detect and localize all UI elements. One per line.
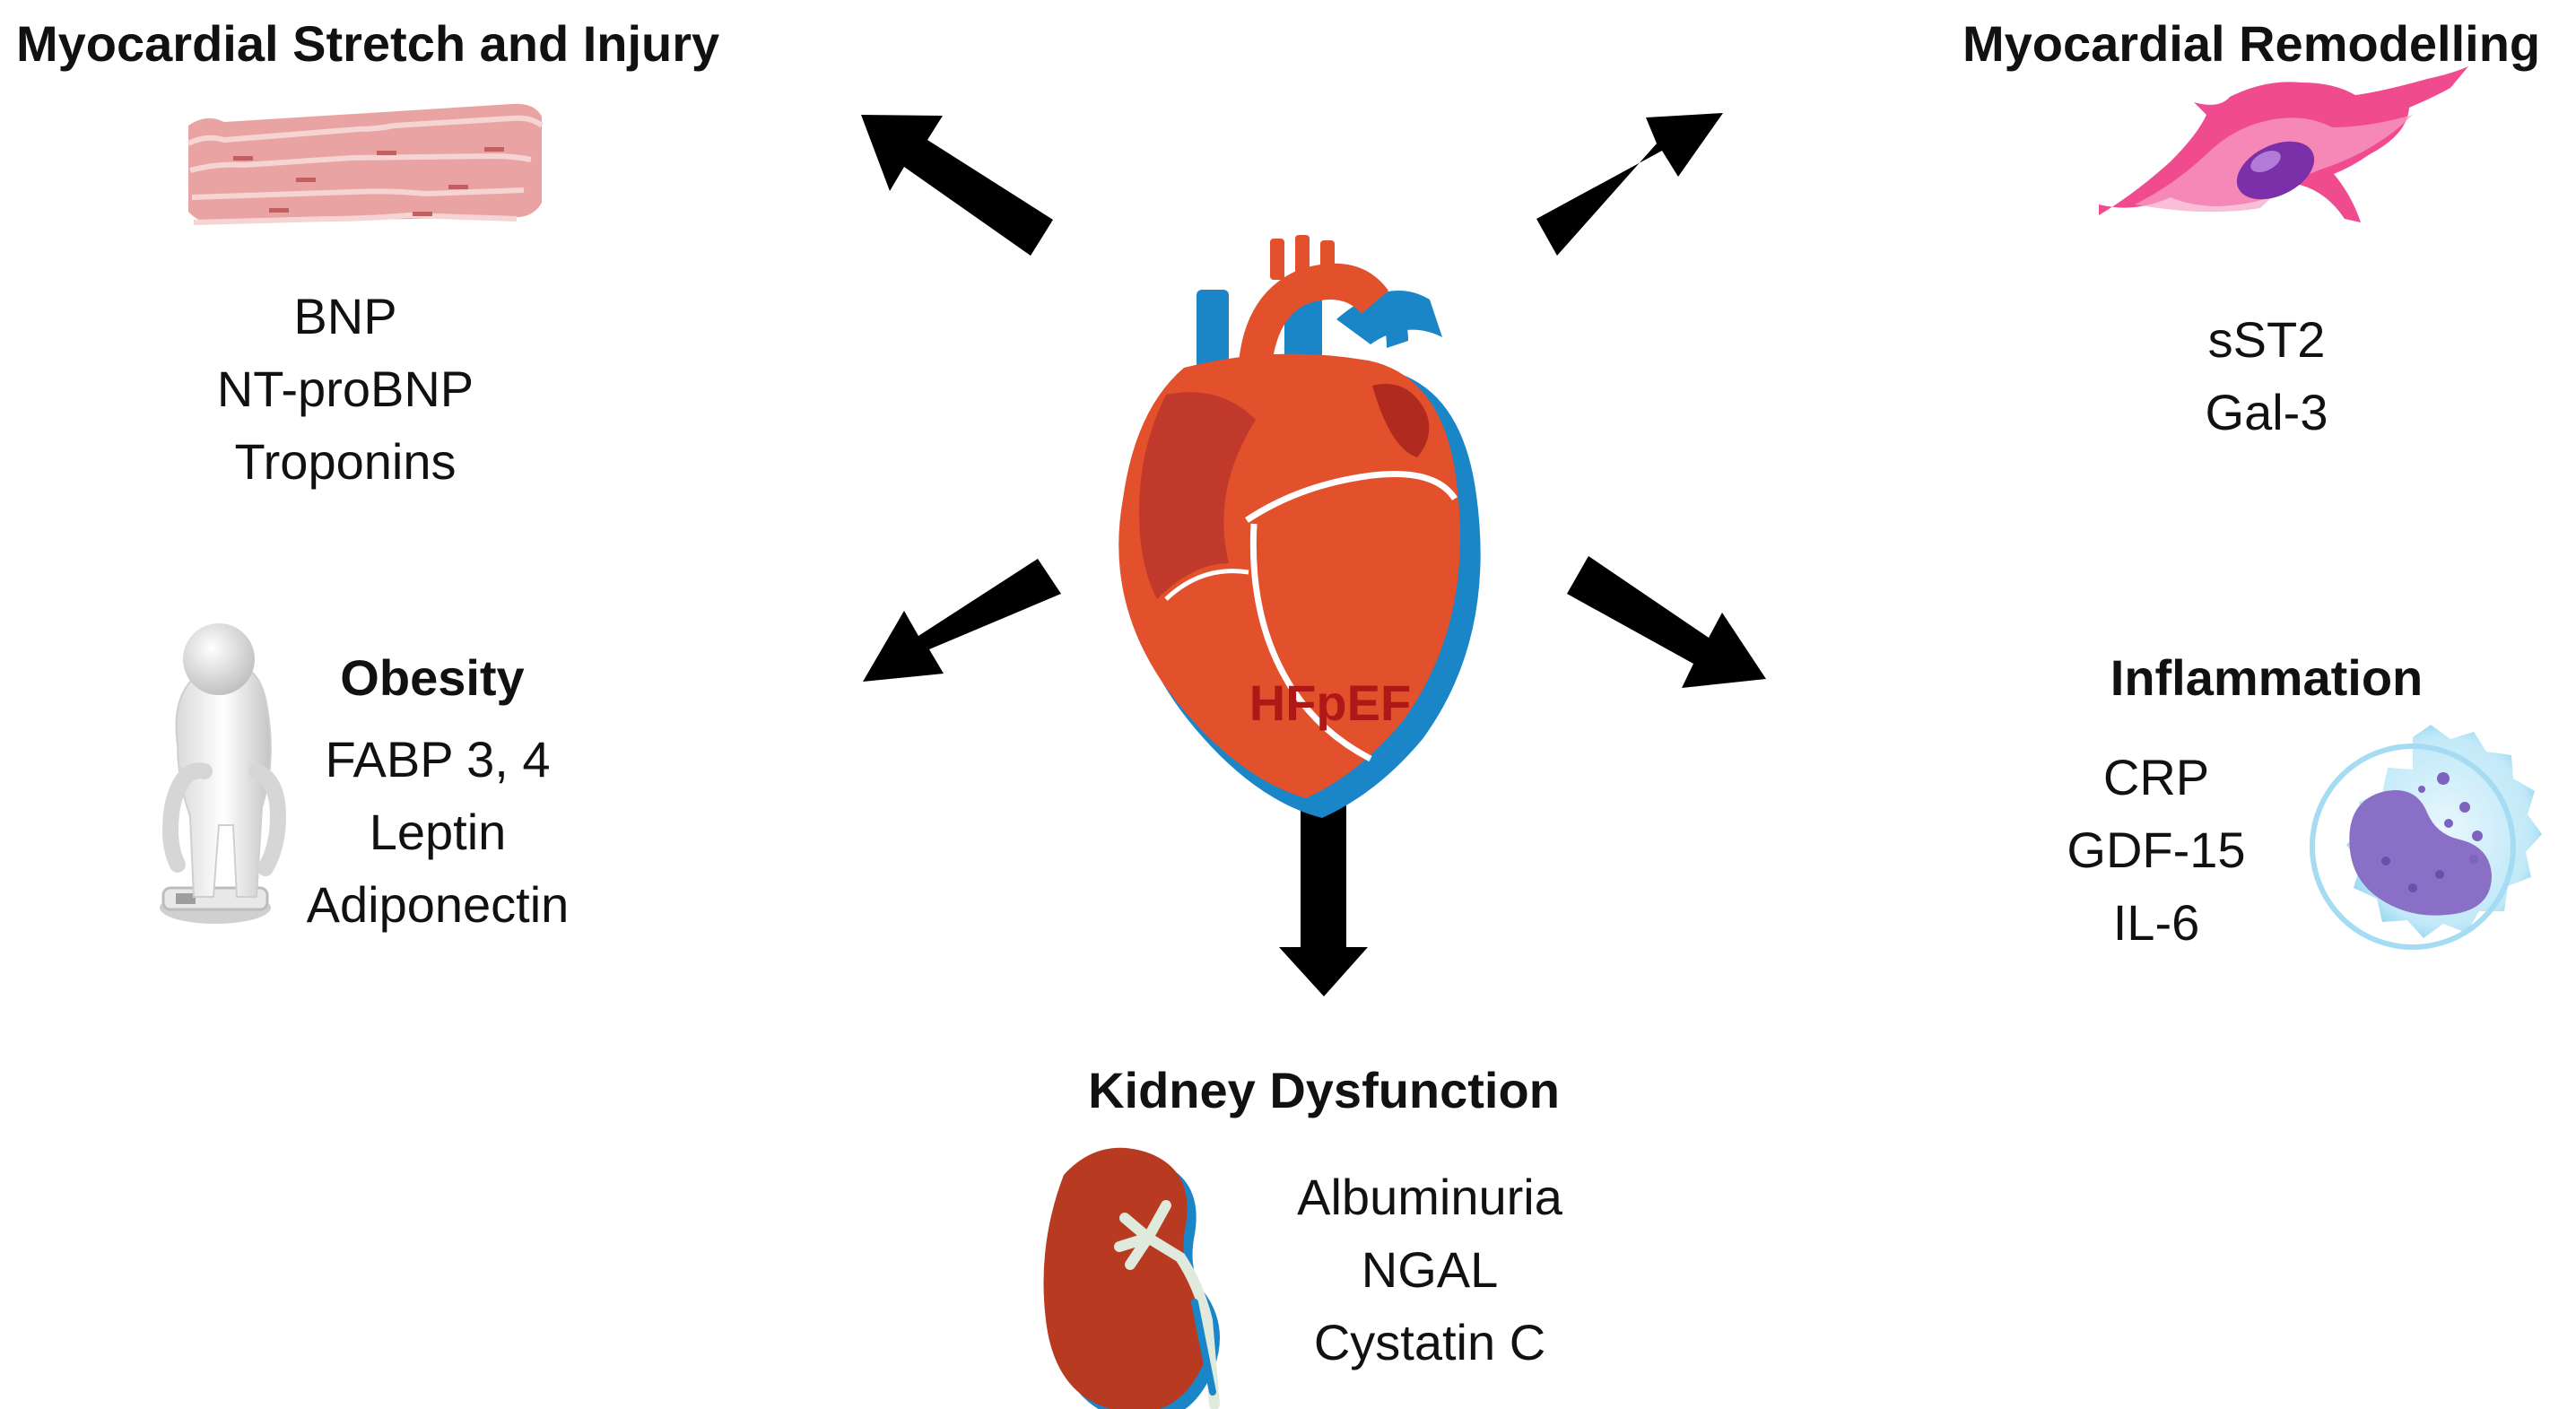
obesity-marker-1: FABP 3, 4 [325,731,550,787]
kidney-marker-1: Albuminuria [1297,1169,1563,1225]
inflammation-marker-1: CRP [2103,749,2209,805]
muscle-fiber-icon [187,103,544,225]
arrow-to-obesity [863,559,1061,682]
inflammation-title: Inflammation [2110,649,2423,706]
arrows [861,113,1766,996]
kidney-marker-3: Cystatin C [1314,1314,1545,1370]
immune-cell-icon [2310,725,2542,950]
remodelling-marker-1: sST2 [2208,311,2326,368]
kidney-marker-2: NGAL [1362,1241,1499,1298]
stretch-marker-2: NT-proBNP [217,361,474,417]
inflammation-marker-2: GDF-15 [2067,822,2245,878]
remodelling-title: Myocardial Remodelling [1962,15,2540,72]
kidney-title: Kidney Dysfunction [1088,1062,1560,1118]
stretch-marker-3: Troponins [235,433,457,490]
arrow-to-myocardial-remodelling [1536,113,1723,256]
arrow-to-inflammation [1567,556,1766,688]
group-myocardial-stretch: Myocardial Stretch and Injury BNP NT-pro… [16,15,719,490]
group-inflammation: Inflammation CRP GDF-15 IL-6 [2067,649,2542,951]
stretch-marker-1: BNP [293,288,396,344]
person-on-scale-icon [160,623,287,924]
fibroblast-cell-icon [2099,66,2468,222]
remodelling-marker-2: Gal-3 [2206,384,2328,440]
kidney-icon [1043,1147,1220,1409]
arrow-to-myocardial-stretch [861,115,1053,256]
obesity-marker-2: Leptin [370,804,507,860]
arrow-to-kidney-dysfunction [1279,786,1368,996]
inflammation-marker-3: IL-6 [2113,894,2200,951]
group-myocardial-remodelling: Myocardial Remodelling sST2 Gal-3 [1962,15,2540,440]
heart-icon [1118,235,1481,818]
group-obesity: Obesity FABP 3, 4 Leptin Adiponectin [160,623,569,933]
center-label: HFpEF [1249,674,1411,731]
stretch-title: Myocardial Stretch and Injury [16,15,719,72]
obesity-marker-3: Adiponectin [307,876,570,933]
obesity-title: Obesity [340,649,524,706]
group-kidney: Kidney Dysfunction Albuminuria NGAL Cyst… [1043,1062,1563,1409]
